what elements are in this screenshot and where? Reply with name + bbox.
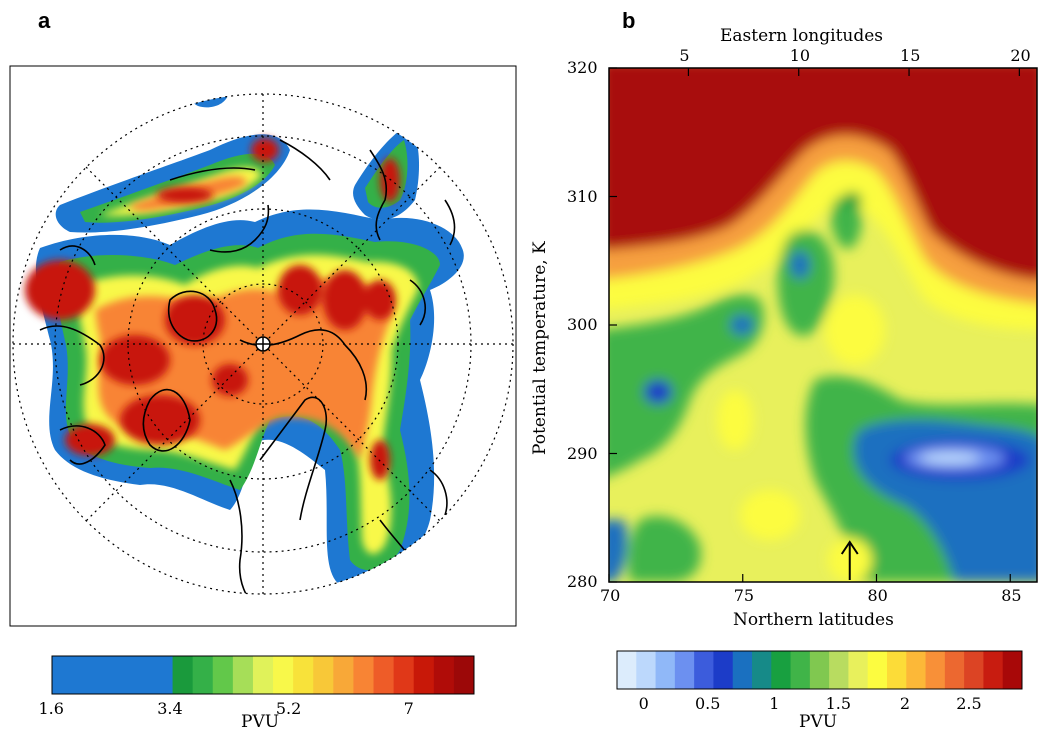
- colorbar-a: [51, 655, 475, 695]
- colorbar-b-tick-label: 0: [638, 694, 649, 713]
- y-tick-label: 310: [567, 186, 598, 206]
- colorbar-b-segment: [617, 651, 637, 689]
- map-frame: [9, 65, 517, 627]
- colorbar-b-segment: [983, 651, 1004, 689]
- y-axis-label: Potential temperature, K: [530, 241, 550, 455]
- colorbar-a-label: PVU: [241, 712, 280, 732]
- top-tick-label: 10: [789, 46, 811, 65]
- colorbar-b: [616, 650, 1023, 690]
- colorbar-a-segment: [433, 656, 455, 694]
- pv-field-b: [609, 68, 1037, 582]
- panel-b-label: b: [622, 8, 636, 33]
- colorbar-a-segment: [72, 656, 93, 694]
- colorbar-a-tick-label: 7: [403, 699, 414, 718]
- colorbar-b-tick-label: 1: [769, 694, 780, 713]
- colorbar-b-frame: [616, 650, 1023, 690]
- colorbar-a-segment: [152, 656, 174, 694]
- colorbar-b-segment: [790, 651, 811, 689]
- colorbar-a-segment: [333, 656, 354, 694]
- colorbar-b-segment: [636, 651, 657, 689]
- graticule: [12, 93, 514, 595]
- colorbar-b-segment: [829, 651, 849, 689]
- colorbar-b-segment: [848, 651, 869, 689]
- colorbar-a-segment: [273, 656, 294, 694]
- colorbar-b-segment: [694, 651, 714, 689]
- top-tick-label: 20: [1010, 46, 1031, 65]
- colorbar-b-segment: [752, 651, 772, 689]
- coastlines: [39, 139, 456, 594]
- colorbar-b-segment: [906, 651, 927, 689]
- colorbar-a-segment: [393, 656, 415, 694]
- colorbar-b-tick-label: 2: [899, 694, 911, 713]
- colorbar-a-segment: [413, 656, 435, 694]
- y-tick-label: 280: [567, 572, 598, 591]
- colorbar-a-segment: [373, 656, 395, 694]
- y-tick-label: 300: [567, 315, 598, 334]
- colorbar-b-segment: [944, 651, 965, 689]
- colorbar-b-segment: [887, 651, 907, 689]
- x-tick-label: 75: [733, 586, 755, 605]
- colorbar-a-tick-label: 1.6: [38, 699, 64, 718]
- arrow-marker: [840, 540, 859, 580]
- north-pole-marker: [255, 336, 271, 352]
- colorbar-b-segment: [867, 651, 888, 689]
- colorbar-b-segment: [809, 651, 830, 689]
- pv-contour-mid-low: [56, 140, 440, 571]
- pv-b-high: [609, 68, 1037, 280]
- top-tick-label: 15: [900, 46, 921, 65]
- colorbar-a-segment: [212, 656, 234, 694]
- top-tick-label: 5: [679, 46, 690, 65]
- colorbar-b-segment: [674, 651, 695, 689]
- plot-b-frame: [608, 67, 1038, 583]
- colorbar-a-segment: [92, 656, 113, 694]
- colorbar-a-segment: [192, 656, 214, 694]
- colorbar-b-tick-label: 2.5: [956, 694, 982, 713]
- top-axis-label: Eastern longitudes: [720, 26, 884, 46]
- colorbar-b-segment: [732, 651, 753, 689]
- arrow-head: [840, 540, 859, 555]
- x-tick-label: 85: [1001, 586, 1022, 605]
- x-axis-label: Northern latitudes: [733, 610, 894, 630]
- colorbar-b-label: PVU: [799, 712, 838, 732]
- colorbar-a-segment: [313, 656, 334, 694]
- pv-field-a: [25, 94, 464, 594]
- panel-a-label: a: [38, 8, 51, 33]
- colorbar-a-frame: [51, 655, 475, 695]
- colorbar-a-segment: [252, 656, 274, 694]
- colorbar-a-segment: [453, 656, 475, 694]
- colorbar-b-segment: [771, 651, 792, 689]
- pv-contour-low: [35, 94, 464, 586]
- x-tick-label: 80: [867, 586, 888, 605]
- colorbar-a-segment: [52, 656, 73, 694]
- colorbar-a-tick-label: 5.2: [275, 699, 302, 718]
- colorbar-a-segment: [132, 656, 153, 694]
- colorbar-b-tick-label: 1.5: [825, 694, 852, 713]
- y-tick-label: 290: [567, 443, 598, 463]
- x-tick-label: 70: [600, 586, 621, 605]
- colorbar-b-segment: [1002, 651, 1023, 689]
- y-tick-label: 320: [567, 58, 598, 77]
- plot-b-ticks: [608, 67, 1020, 583]
- colorbar-b-tick-label: 0.5: [694, 694, 721, 713]
- colorbar-b-segment: [925, 651, 946, 689]
- colorbar-a-segment: [172, 656, 194, 694]
- colorbar-a-segment: [353, 656, 375, 694]
- colorbar-a-segment: [293, 656, 314, 694]
- colorbar-a-tick-label: 3.4: [157, 699, 183, 718]
- pv-contour-mid-high: [95, 176, 392, 460]
- colorbar-b-segment: [964, 651, 984, 689]
- colorbar-a-segment: [232, 656, 254, 694]
- colorbar-b-segment: [713, 651, 734, 689]
- pv-contour-mid: [76, 167, 419, 555]
- colorbar-b-segment: [655, 651, 676, 689]
- pv-contour-high: [25, 138, 400, 480]
- colorbar-a-segment: [112, 656, 133, 694]
